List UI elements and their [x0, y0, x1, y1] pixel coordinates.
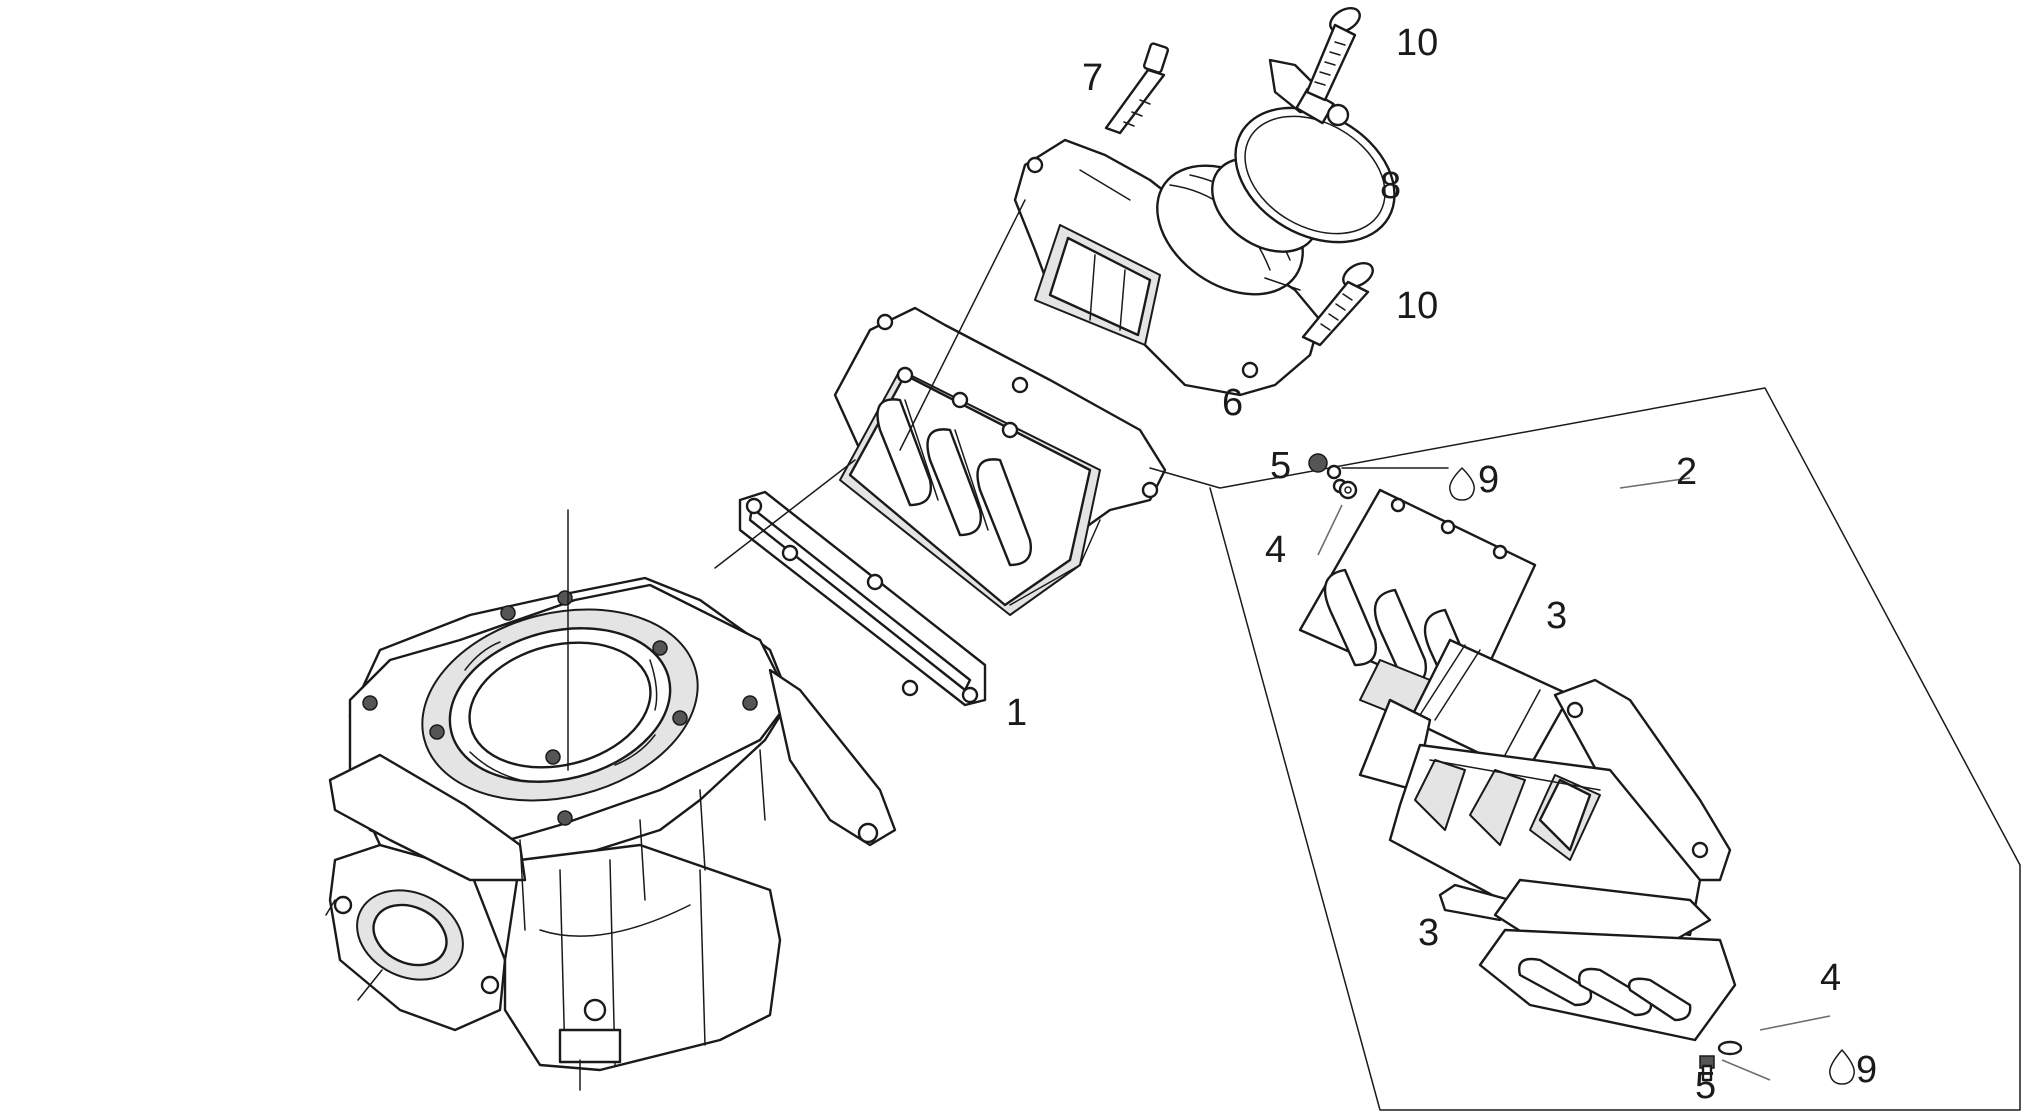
leader-lines: [714, 199, 1831, 1081]
callout-5-lower: 5: [1695, 1065, 1716, 1107]
callout-4-upper: 4: [1265, 529, 1286, 571]
callout-8: 8: [1380, 165, 1401, 207]
callout-3-upper: 3: [1546, 595, 1567, 637]
callout-10-lower: 10: [1396, 285, 1438, 327]
lubricant-drop-icon: [1829, 1049, 1855, 1085]
screw-5-bottom: [1699, 1055, 1715, 1082]
bolt-7: [1104, 42, 1169, 135]
washer-4-bottom: [1717, 1040, 1743, 1056]
kit-outline-2: [1149, 277, 2021, 1111]
intake-gasket: [738, 490, 987, 707]
lower-reed-plates: [1438, 878, 1737, 1042]
bolt-10-bottom: [1301, 262, 1374, 347]
cylinder: [325, 509, 897, 1091]
screw-5-top: [1308, 453, 1342, 480]
callout-9-lower: 9: [1856, 1049, 1877, 1091]
callout-1: 1: [1006, 692, 1027, 734]
callout-3-lower: 3: [1418, 912, 1439, 954]
callout-5-upper: 5: [1270, 445, 1291, 487]
washer-4-top: [1338, 480, 1358, 500]
callout-2: 2: [1676, 451, 1697, 493]
callout-4-lower: 4: [1820, 957, 1841, 999]
callout-9-upper: 9: [1478, 459, 1499, 501]
bolt-10-top: [1305, 7, 1361, 102]
hose-clamp: [1234, 58, 1396, 244]
callout-10-upper: 10: [1396, 22, 1438, 64]
callout-6: 6: [1222, 382, 1243, 424]
callout-7: 7: [1082, 57, 1103, 99]
reed-valve-assembly: [833, 306, 1167, 616]
reed-cage-frame: [1388, 678, 1732, 937]
lubricant-drop-icon: [1449, 467, 1475, 501]
